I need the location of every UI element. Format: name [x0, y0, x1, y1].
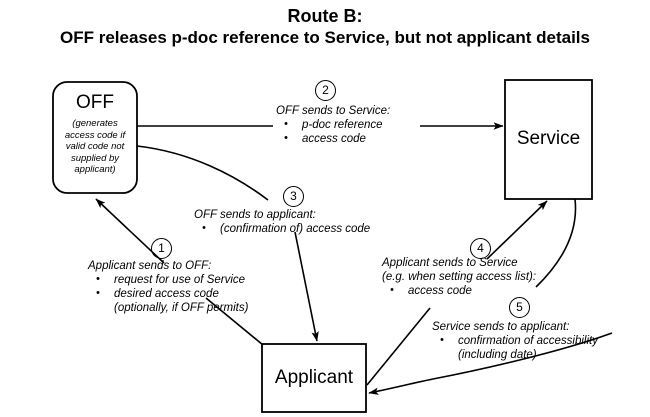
- callout-1-heading: Applicant sends to OFF:: [88, 260, 212, 272]
- callout-step-5: Service sends to applicant: confirmation…: [432, 320, 598, 362]
- callout-5-bullet-1: confirmation of accessibility (including…: [432, 333, 598, 362]
- callout-2-bullet-2-text: access code: [302, 133, 366, 145]
- callout-4-heading: Applicant sends to Service: [382, 257, 518, 269]
- arrow-3-curve: [136, 145, 269, 201]
- service-node-label: Service: [516, 128, 581, 149]
- arrow-5-curve-a: [535, 198, 577, 288]
- callout-1-bullet-1-text: request for use of Service: [114, 274, 246, 286]
- off-subtext-line-1: (generates: [72, 118, 118, 129]
- callout-3-list: (confirmation of) access code: [194, 221, 371, 236]
- off-node-subtext: (generates access code if valid code not…: [49, 118, 141, 176]
- off-node-label: OFF: [76, 92, 114, 113]
- callout-5-bullet-1-cont: (including date): [458, 349, 537, 361]
- callout-2-bullet-1-text: p-doc reference: [302, 119, 383, 131]
- callout-3-bullet-1-text: (confirmation of) access code: [220, 223, 371, 235]
- applicant-node-label: Applicant: [274, 367, 354, 388]
- callout-2-bullet-1: p-doc reference: [276, 117, 390, 132]
- arrow-4-segment-b: [486, 200, 548, 260]
- callout-step-4: Applicant sends to Service (e.g. when se…: [382, 256, 536, 298]
- callout-step-3: OFF sends to applicant: (confirmation of…: [194, 208, 370, 236]
- callout-5-heading: Service sends to applicant:: [432, 321, 570, 333]
- callout-4-list: access code: [382, 283, 536, 298]
- callout-2-bullet-2: access code: [276, 131, 390, 146]
- callout-step-2: OFF sends to Service: p-doc reference ac…: [276, 104, 390, 146]
- callout-1-bullet-2-text: desired access code: [114, 288, 219, 300]
- callout-2-heading: OFF sends to Service:: [276, 105, 391, 117]
- callout-4-bullet-1: access code: [382, 283, 536, 298]
- callout-1-bullet-2-cont: (optionally, if OFF permits): [114, 302, 249, 314]
- page-title-line-1: Route B:: [287, 6, 363, 26]
- callout-step-1: Applicant sends to OFF: request for use …: [88, 259, 248, 315]
- off-subtext-line-5: applicant): [74, 164, 116, 175]
- off-subtext-line-4: supplied by: [70, 152, 120, 164]
- callout-5-bullet-1-text: confirmation of accessibility: [458, 335, 598, 347]
- step-number-2: 2: [315, 80, 336, 101]
- callout-4-bullet-1-text: access code: [408, 285, 472, 297]
- step-number-5: 5: [509, 297, 530, 318]
- callout-1-bullet-2: desired access code (optionally, if OFF …: [88, 286, 249, 315]
- step-number-4: 4: [470, 238, 491, 259]
- callout-3-heading: OFF sends to applicant:: [194, 209, 316, 221]
- off-node-shape: [52, 81, 138, 194]
- off-subtext-line-3: valid code not: [65, 141, 125, 152]
- page-title-line-2: OFF releases p-doc reference to Service,…: [60, 28, 590, 47]
- callout-2-list: p-doc reference access code: [276, 117, 390, 146]
- step-number-3: 3: [283, 186, 304, 207]
- step-number-1: 1: [151, 238, 172, 259]
- callout-5-list: confirmation of accessibility (including…: [432, 333, 598, 362]
- off-subtext-line-2: access code if: [64, 129, 126, 141]
- callout-1-bullet-1: request for use of Service: [88, 272, 248, 287]
- callout-4-heading-2: (e.g. when setting access list):: [382, 271, 537, 283]
- arrow-3-stem: [294, 231, 319, 342]
- callout-1-list: request for use of Service desired acces…: [88, 272, 249, 315]
- applicant-node-shape: [261, 343, 367, 413]
- arrow-5-curve-c: [368, 378, 434, 395]
- callout-3-bullet-1: (confirmation of) access code: [194, 221, 371, 236]
- service-node-shape: [504, 79, 593, 200]
- arrow-4-segment-a: [366, 307, 431, 386]
